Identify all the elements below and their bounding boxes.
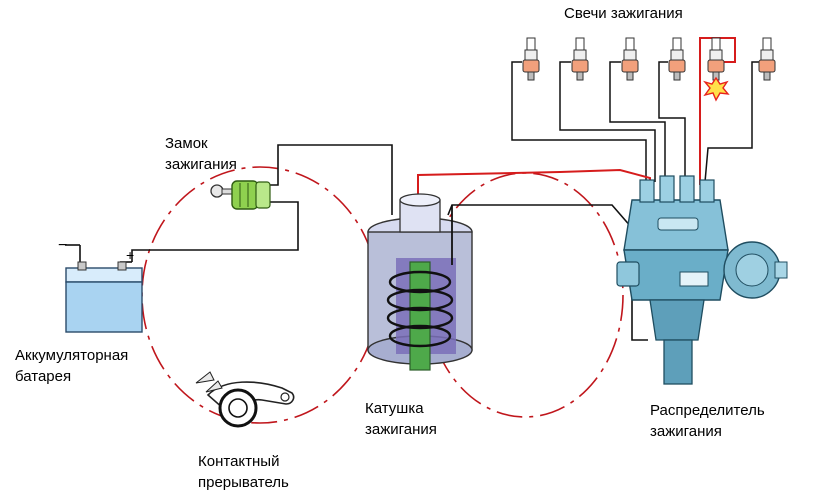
- label-distributor: Распределитель зажигания: [650, 402, 765, 440]
- distributor-shaft: [663, 339, 693, 385]
- spark-plug-2: [571, 37, 589, 81]
- ignition-coil: [367, 193, 473, 371]
- plug-wire-1: [511, 61, 647, 185]
- contact-breaker: [195, 371, 295, 428]
- label-battery: Аккумуляторная батарея: [15, 347, 129, 385]
- wire-coil-to-distributor: [447, 204, 633, 229]
- battery: − +: [58, 237, 143, 333]
- plug-wire-3: [609, 61, 666, 180]
- wire-battery-to-lock: [131, 201, 299, 262]
- spark-icon: [703, 76, 730, 102]
- battery-positive-sign: +: [126, 247, 134, 263]
- plug-wire-2: [559, 61, 656, 182]
- plug-wires: [511, 61, 760, 185]
- spark-plug-6: [758, 37, 776, 81]
- condenser: [616, 261, 640, 287]
- lock-body: [231, 180, 259, 210]
- battery-body: [65, 281, 143, 333]
- wire-lock-to-coil: [255, 144, 393, 215]
- spark-plug-1: [522, 37, 540, 81]
- label-spark-plugs: Свечи зажигания: [564, 5, 683, 22]
- spark-plug-3: [621, 37, 639, 81]
- distributor: [616, 175, 788, 385]
- label-coil: Катушка зажигания: [365, 400, 437, 438]
- label-breaker: Контактный прерыватель: [198, 453, 289, 491]
- key-icon: [210, 184, 224, 198]
- hv-wire-firing-plug: [699, 37, 736, 185]
- label-ignition-lock: Замок зажигания: [165, 135, 237, 173]
- battery-negative-sign: −: [58, 237, 67, 254]
- spark-plug-group: [522, 37, 776, 102]
- ignition-lock: [210, 180, 271, 210]
- plug-wire-4: [658, 61, 686, 180]
- spark-plug-4: [668, 37, 686, 81]
- spark-plug-5: [703, 37, 730, 102]
- plug-wire-6: [704, 61, 760, 183]
- battery-top: [65, 267, 143, 283]
- coil-winding: [386, 270, 454, 348]
